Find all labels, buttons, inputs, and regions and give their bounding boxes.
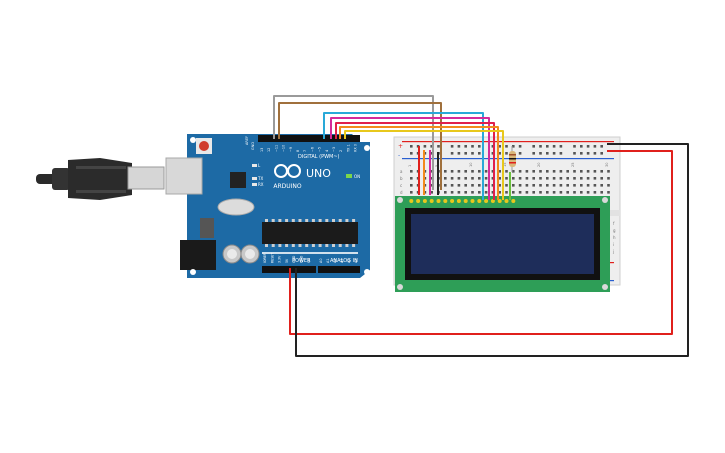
arduino-uno-board: ARDUINO UNO DIGITAL (PWM~) POWER ANALOG … [165, 134, 370, 278]
power-pin-label: RESET [270, 253, 274, 263]
lcd-pin [484, 199, 489, 203]
digital-label: DIGITAL (PWM~) [298, 154, 340, 160]
column-label: 15 [503, 162, 507, 167]
wire-power-gnd [295, 143, 689, 357]
digital-pin-label: ~9 [289, 147, 293, 152]
column-label: 30 [605, 162, 609, 167]
analog-header [318, 266, 360, 273]
wire-magenta [330, 117, 490, 200]
row-label: j [612, 249, 614, 254]
digital-pin-label: ~3 [332, 147, 336, 152]
analog-pin-label: A3 [340, 259, 344, 263]
row-label: c [400, 183, 402, 188]
lcd-pin [409, 199, 414, 203]
lcd-pin [436, 199, 441, 203]
lcd-pin [504, 199, 509, 203]
on-label: ON [354, 174, 360, 179]
power-pin-label: 5V [285, 258, 289, 263]
model-label: UNO [306, 167, 331, 180]
wire-cyan [323, 112, 484, 200]
row-label: i [613, 242, 614, 247]
power-pin-label: GND [292, 255, 296, 263]
analog-pin-label: A1 [326, 259, 330, 263]
analog-pin-label: A5 [354, 259, 358, 263]
row-label: b [400, 176, 403, 181]
lcd-pin [511, 199, 516, 203]
digital-pin-label: 4 [325, 150, 329, 152]
digital-pin-label: 12 [267, 148, 271, 152]
usb-port [165, 157, 203, 195]
row-label: f [613, 221, 615, 226]
analog-label: ANALOG IN [330, 258, 358, 264]
digital-pin-label: 13 [260, 148, 264, 152]
wire-power-5v [289, 150, 673, 335]
wire-brown [278, 102, 442, 190]
lcd-pin [429, 199, 434, 203]
digital-pin-label: 2 [339, 150, 343, 152]
wire-gray [273, 95, 434, 190]
lcd-screen [411, 214, 594, 274]
usb-cable [36, 158, 165, 200]
row-label: g [613, 228, 616, 233]
column-label: 25 [571, 162, 575, 167]
lcd-pin [463, 199, 468, 203]
analog-pin-label: A4 [347, 259, 351, 263]
power-label: POWER [292, 258, 311, 264]
usb-chip [230, 172, 246, 188]
analog-pin-label: A2 [333, 259, 337, 263]
resistor [509, 146, 516, 172]
gnd-label: GND [251, 142, 255, 150]
power-jack [180, 240, 216, 270]
digital-pin-label: TX 1 [346, 144, 350, 153]
column-label: 10 [469, 162, 473, 167]
arduino-logo-icon [274, 164, 301, 178]
rail-plus-label: + [398, 143, 403, 150]
lcd-16x2-module [395, 196, 610, 292]
column-label: 1 [408, 165, 412, 167]
wires [273, 95, 689, 357]
lcd-pin [416, 199, 421, 203]
aref-label: AREF [245, 136, 249, 145]
crystal [217, 198, 255, 216]
digital-pin-label: ~6 [310, 147, 314, 152]
digital-pin-label: ~10 [282, 145, 286, 152]
wire-pink-red [335, 122, 495, 200]
lcd-pin [477, 199, 482, 203]
row-label: a [400, 169, 403, 174]
lcd-pin [470, 199, 475, 203]
lcd-pin [456, 199, 461, 203]
lcd-pin [443, 199, 448, 203]
lcd-pin-header [409, 199, 516, 203]
digital-pin-label: 7 [303, 150, 307, 152]
lcd-pin [422, 199, 427, 203]
power-pin-label: 3.3V [278, 255, 282, 263]
row-label: h [613, 235, 616, 240]
power-pin-label: IOREF [263, 253, 267, 263]
rx-led-label: RX [258, 182, 264, 187]
digital-pin-label: RX 0 [354, 144, 358, 152]
analog-pin-label: A0 [319, 259, 323, 263]
lcd-pin [450, 199, 455, 203]
digital-pin-label: ~5 [318, 147, 322, 152]
power-pin-label: GND [300, 255, 304, 263]
atmega-chip [262, 222, 358, 244]
wire-orange [339, 126, 499, 200]
digital-pin-label: ~11 [274, 145, 278, 152]
power-pin-label: Vin [307, 258, 311, 263]
brand-label: ARDUINO [273, 183, 302, 190]
row-label: d [400, 190, 403, 195]
digital-header [258, 135, 360, 142]
tx-led-label: TX [257, 176, 263, 181]
rail-minus-label: - [398, 152, 400, 159]
digital-pin-label: 8 [296, 150, 300, 152]
l-led-label: L [258, 163, 261, 168]
wire-yellow [344, 130, 504, 200]
column-label: 20 [537, 162, 541, 167]
